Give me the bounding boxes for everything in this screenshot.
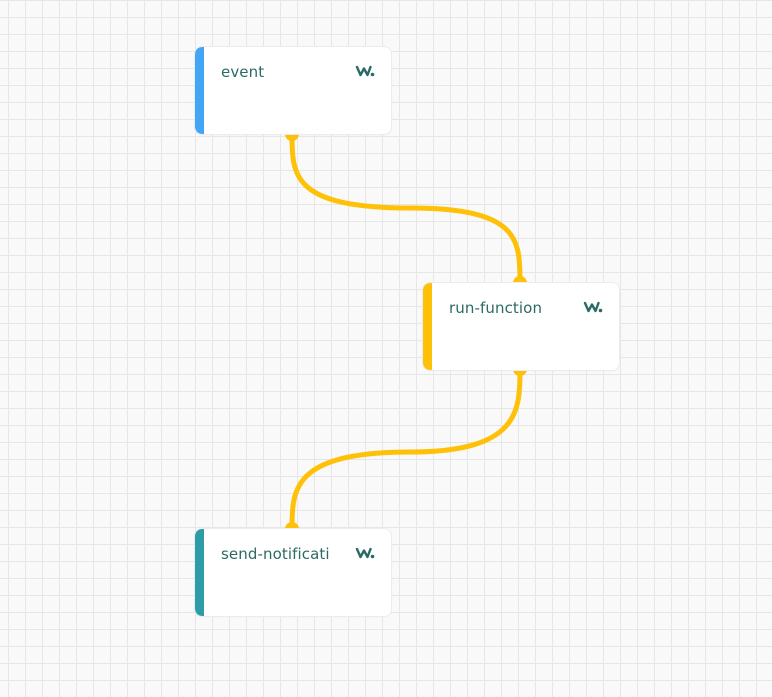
node-accent-bar xyxy=(195,47,204,134)
node-title: event xyxy=(221,63,265,81)
node-accent-bar xyxy=(195,529,204,616)
edge-run-function-to-send-notification[interactable] xyxy=(289,366,523,532)
node-event[interactable]: event xyxy=(195,47,391,134)
w-logo-icon xyxy=(355,543,375,563)
node-title: send-notificati xyxy=(221,545,330,563)
w-logo-icon xyxy=(583,297,603,317)
node-send-notification[interactable]: send-notificati xyxy=(195,529,391,616)
node-accent-bar xyxy=(423,283,432,370)
edge-event-to-run-function[interactable] xyxy=(289,131,523,286)
w-logo-icon xyxy=(355,61,375,81)
node-run-function[interactable]: run-function xyxy=(423,283,619,370)
node-title: run-function xyxy=(449,299,543,317)
